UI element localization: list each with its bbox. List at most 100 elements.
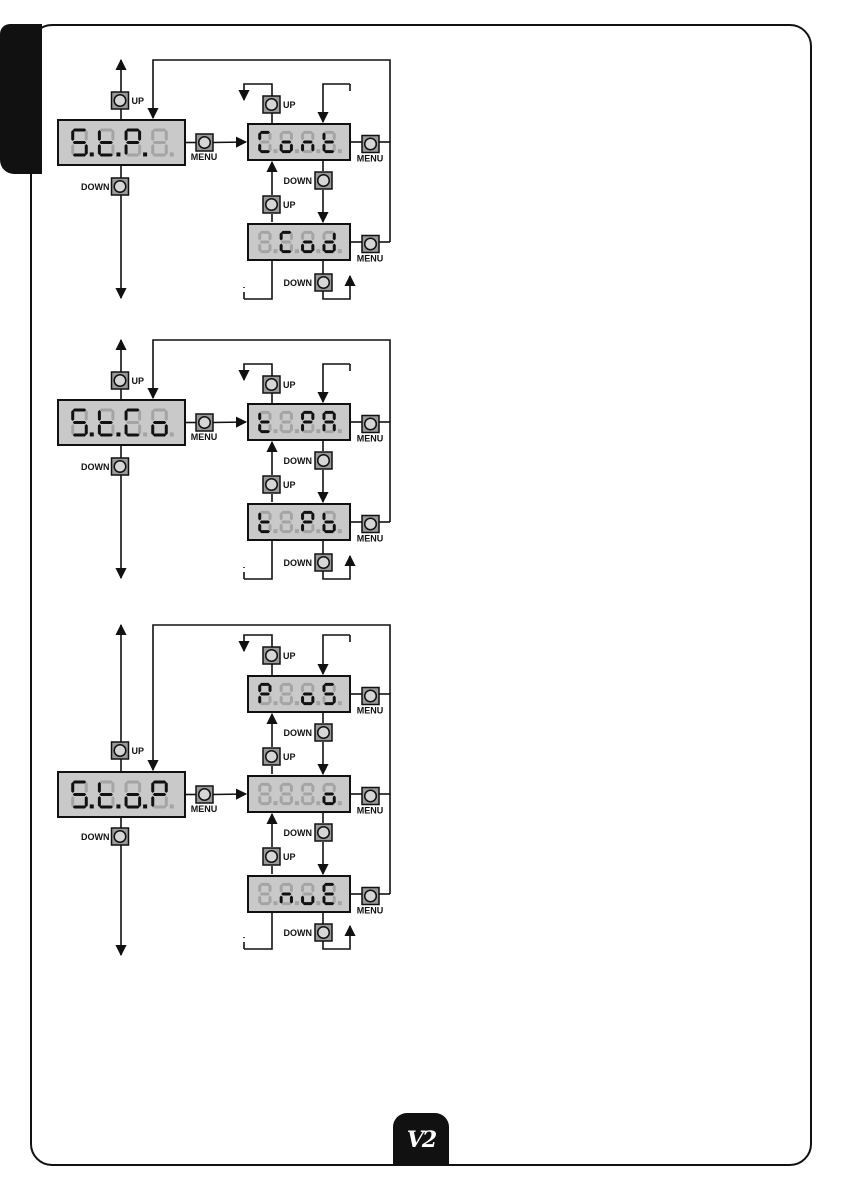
block-1-main-down-button[interactable] (112, 178, 129, 195)
segment-a (73, 781, 87, 784)
segment-c (290, 696, 293, 704)
block-1-main-menu-button[interactable] (196, 134, 213, 151)
segment-e (258, 524, 261, 532)
segment-b (311, 132, 314, 140)
segment-d (324, 250, 334, 253)
block-1-sub-2-down-button[interactable] (315, 274, 332, 291)
segment-f (301, 784, 304, 792)
decimal-point (274, 901, 278, 905)
segment-c (165, 144, 168, 155)
segment-c (311, 896, 314, 904)
segment-g (73, 793, 87, 796)
decimal-point (116, 152, 120, 156)
decimal-point (170, 804, 174, 808)
block-3-main-down-button[interactable] (112, 828, 129, 845)
decimal-point (274, 801, 278, 805)
segment-d (324, 430, 334, 433)
segment-f (258, 884, 261, 892)
block-1-main-menu-label: MENU (191, 152, 218, 162)
block-3-sub-1-down-button[interactable] (315, 724, 332, 741)
button-knob (114, 745, 126, 757)
segment-b (138, 782, 141, 793)
segment-g (303, 693, 313, 696)
segment-g (73, 421, 87, 424)
segment-e (98, 144, 101, 155)
segment-d (281, 902, 291, 905)
decimal-point (90, 152, 94, 156)
segment-c (290, 144, 293, 152)
segment-d (324, 902, 334, 905)
block-2-sub-1-menu-button[interactable] (362, 416, 379, 433)
button-knob (199, 789, 211, 801)
segment-a (281, 231, 291, 234)
segment-e (301, 244, 304, 252)
block-3-sub-3-up-button[interactable] (263, 848, 280, 865)
segment-e (258, 796, 261, 804)
block-2-sub-2-up-button[interactable] (263, 476, 280, 493)
block-1-sub-1-down-button[interactable] (315, 172, 332, 189)
block-2-main-up-button[interactable] (112, 372, 129, 389)
block-3-sub-2-menu-button[interactable] (362, 788, 379, 805)
block-2-sub-1-down-button[interactable] (315, 452, 332, 469)
decimal-point (295, 149, 299, 153)
segment-e (125, 796, 128, 807)
block-1-main-up-button[interactable] (112, 92, 129, 109)
block-2-main-menu-button[interactable] (196, 414, 213, 431)
segment-c (85, 144, 88, 155)
block-2-sub-2-down-button[interactable] (315, 554, 332, 571)
block-2-sub-2-menu-button[interactable] (362, 516, 379, 533)
block-1-sub-1-up-button[interactable] (263, 96, 280, 113)
button-knob (318, 175, 330, 187)
segment-g (260, 793, 270, 796)
block-3-sub-1-menu-button[interactable] (362, 688, 379, 705)
segment-f (301, 512, 304, 520)
segment-e (258, 696, 261, 704)
decimal-point (170, 152, 174, 156)
block-3-sub-3-down-button[interactable] (315, 924, 332, 941)
segment-d (260, 530, 270, 533)
segment-b (269, 132, 272, 140)
segment-g (303, 893, 313, 896)
block-3-main-menu-button[interactable] (196, 786, 213, 803)
segment-g (324, 793, 334, 796)
segment-f (258, 132, 261, 140)
segment-d (126, 153, 140, 156)
block-1-sub-2-up-button[interactable] (263, 196, 280, 213)
button-knob (266, 99, 278, 111)
segment-a (99, 781, 113, 784)
block-3-sub-3-menu-button[interactable] (362, 888, 379, 905)
block-3-sub-2-up-button[interactable] (263, 748, 280, 765)
decimal-point (316, 529, 320, 533)
segment-c (333, 244, 336, 252)
segment-e (258, 244, 261, 252)
segment-e (125, 424, 128, 435)
block-3-sub-1-up-button[interactable] (263, 647, 280, 664)
segment-e (322, 244, 325, 252)
segment-e (301, 796, 304, 804)
segment-a (260, 683, 270, 686)
brand-logo: V2 (393, 1113, 449, 1166)
button-knob (114, 461, 126, 473)
segment-c (111, 424, 114, 435)
block-3-sub-2-down-button[interactable] (315, 824, 332, 841)
block-1-sub-1-menu-button[interactable] (362, 136, 379, 153)
segment-f (322, 784, 325, 792)
block-2-main-down-button[interactable] (112, 458, 129, 475)
block-2-sub-1-up-button[interactable] (263, 376, 280, 393)
segment-b (138, 130, 141, 141)
segment-f (151, 410, 154, 421)
segment-c (311, 244, 314, 252)
block-1-sub-2-menu-button[interactable] (362, 236, 379, 253)
decimal-point (90, 432, 94, 436)
segment-a (281, 411, 291, 414)
segment-g (303, 421, 313, 424)
segment-g (324, 141, 334, 144)
segment-d (153, 805, 167, 808)
block-3-main-up-button[interactable] (112, 742, 129, 759)
decimal-point (90, 804, 94, 808)
segment-d (324, 702, 334, 705)
segment-f (301, 232, 304, 240)
segment-b (269, 784, 272, 792)
segment-d (324, 530, 334, 533)
segment-e (301, 524, 304, 532)
